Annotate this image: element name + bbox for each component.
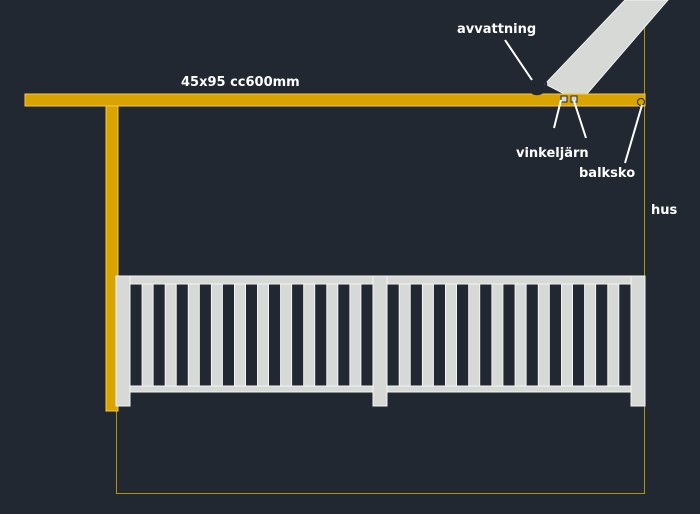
railing-baluster: [210, 283, 223, 387]
railing-baluster: [326, 283, 339, 387]
railing-baluster: [141, 283, 154, 387]
angle-iron-leader-line-1: [553, 99, 562, 129]
railing-baluster: [303, 283, 316, 387]
railing-baluster: [421, 283, 434, 387]
angle-iron-label: vinkeljärn: [516, 146, 589, 161]
railing-baluster: [445, 283, 457, 387]
joist-beam: [24, 93, 646, 107]
house-label: hus: [651, 203, 678, 218]
railing-baluster: [607, 283, 620, 387]
railing-baluster: [234, 283, 246, 387]
railing-baluster: [398, 283, 411, 387]
railing-baluster: [468, 283, 481, 387]
railing-baluster: [561, 283, 573, 387]
railing-post-right: [630, 275, 646, 407]
railing-post-middle: [372, 275, 388, 407]
railing-baluster: [537, 283, 550, 387]
joist-label: 45x95 cc600mm: [181, 75, 300, 90]
railing-baluster: [257, 283, 269, 387]
angle-iron-leader-line-2: [573, 100, 587, 139]
angle-iron-mark-1: [560, 95, 568, 103]
railing-baluster: [349, 283, 362, 387]
drainage-label: avvattning: [457, 22, 536, 37]
railing-baluster: [584, 283, 597, 387]
joist-hanger-mark: [637, 98, 645, 106]
railing-post-left: [115, 275, 131, 407]
railing-baluster: [514, 283, 527, 387]
drainage-circle: [526, 74, 548, 96]
drainage-leader-line: [504, 39, 533, 81]
railing-baluster: [164, 283, 177, 387]
roof-rafter: [544, 0, 669, 103]
railing: [115, 275, 646, 407]
railing-baluster: [280, 283, 293, 387]
railing-baluster: [491, 283, 504, 387]
railing-baluster: [187, 283, 200, 387]
joist-hanger-leader-line: [624, 104, 643, 164]
joist-hanger-label: balksko: [579, 166, 635, 181]
